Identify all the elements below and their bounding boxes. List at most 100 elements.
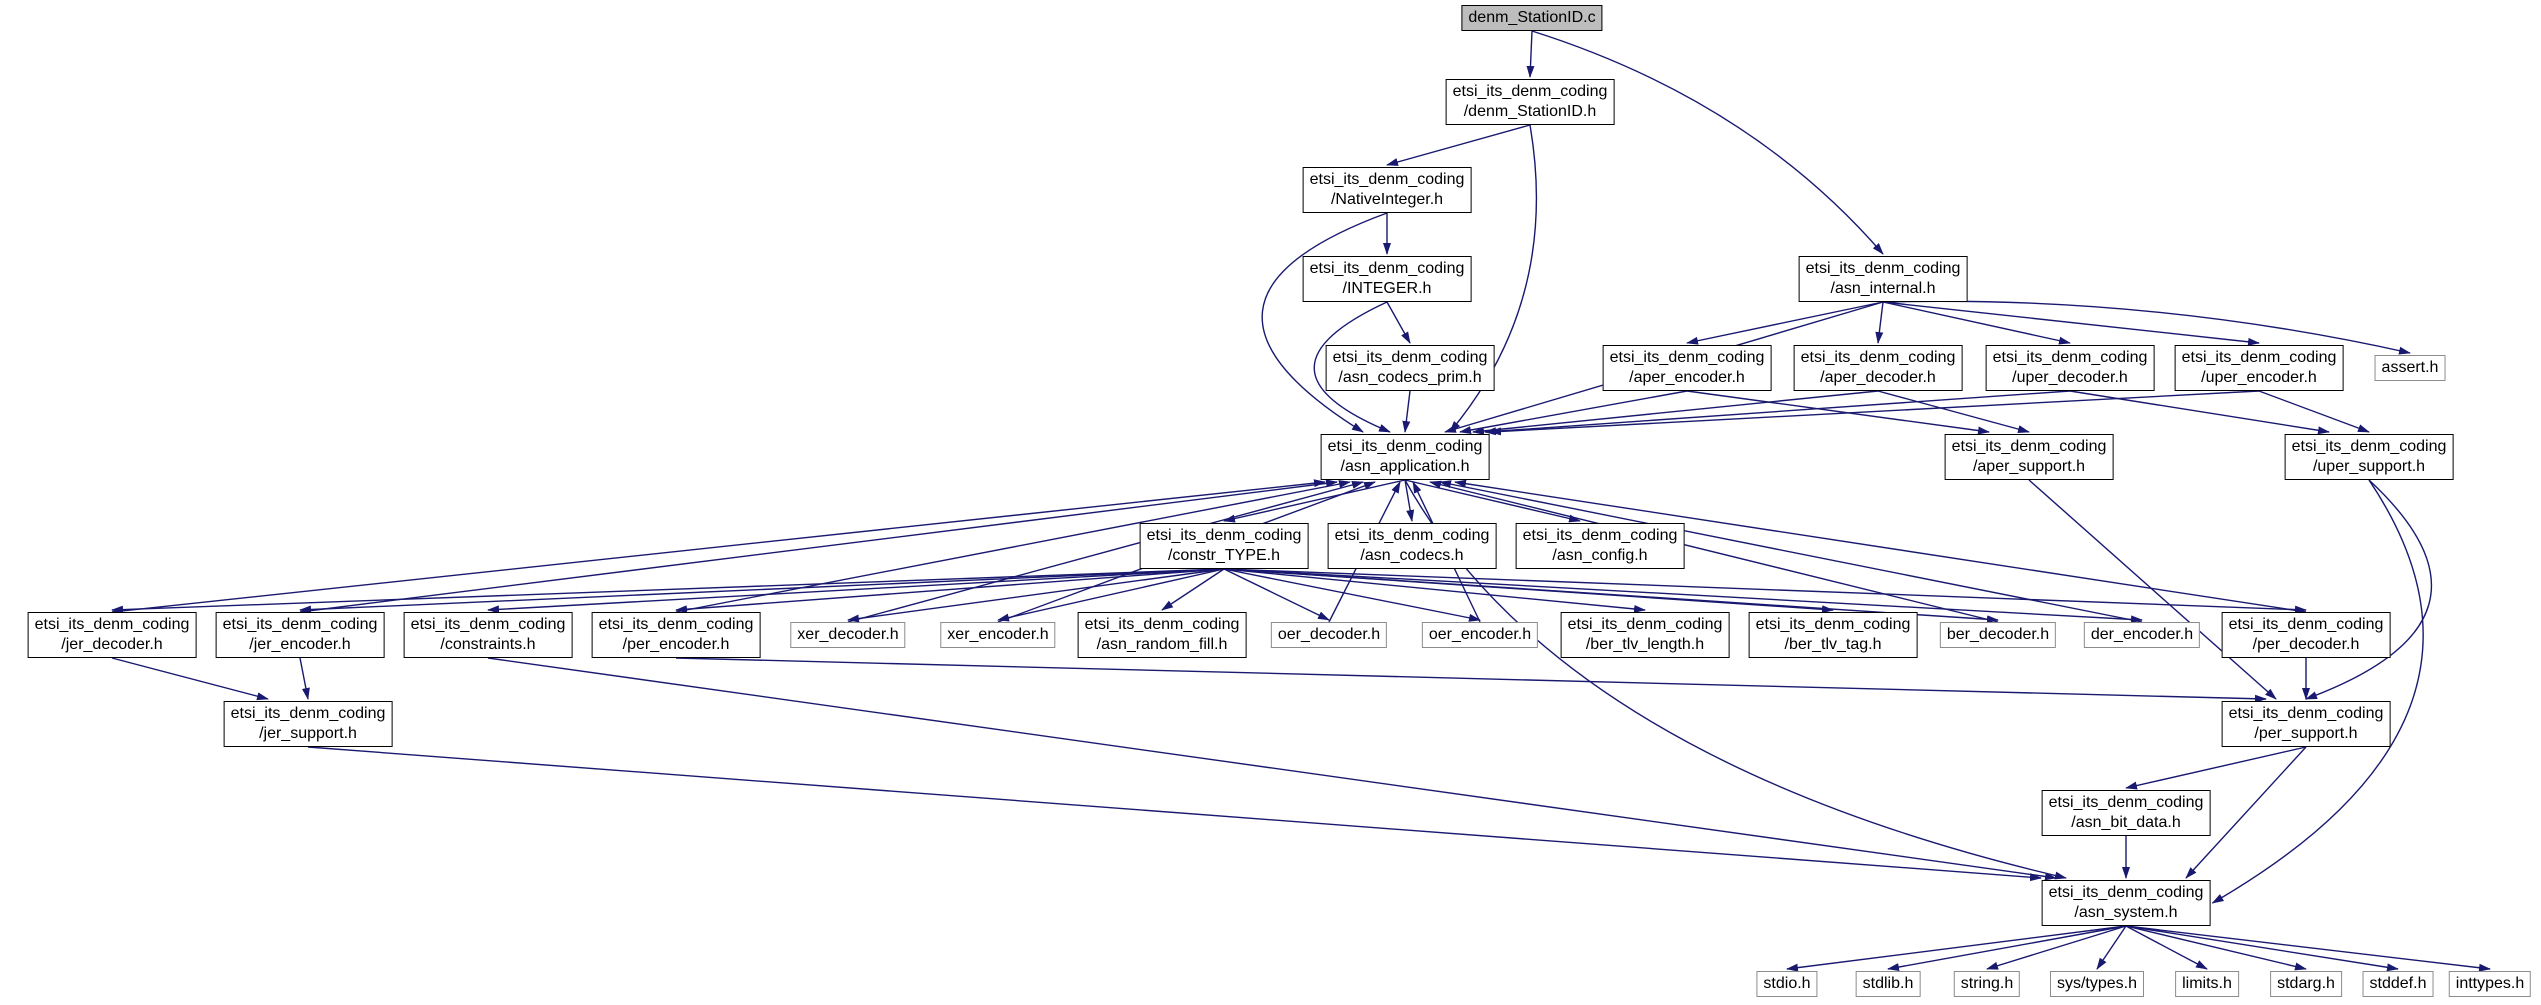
graph-node-perdec[interactable]: etsi_its_denm_coding /per_decoder.h <box>2221 612 2391 658</box>
include-edge-c-internal <box>1531 30 1884 255</box>
graph-node-assert: assert.h <box>2374 355 2446 381</box>
graph-node-ctype[interactable]: etsi_its_denm_coding /constr_TYPE.h <box>1139 523 1309 569</box>
graph-node-jerdec[interactable]: etsi_its_denm_coding /jer_decoder.h <box>27 612 197 658</box>
include-edge-aperenc-app <box>1459 390 1688 434</box>
include-edge-perenc-app <box>675 480 1351 613</box>
include-edge-persup-system <box>2185 746 2307 879</box>
include-edge-ctype-jerdec <box>111 568 1225 614</box>
include-edge-integer-app <box>1313 301 1391 433</box>
graph-node-berdec: ber_decoder.h <box>1939 622 2057 648</box>
graph-node-app[interactable]: etsi_its_denm_coding /asn_application.h <box>1320 434 1490 480</box>
include-edge-ctype-perenc <box>675 568 1225 614</box>
include-edge-jerenc-app <box>299 479 1338 613</box>
include-edge-persup-bitdata <box>2125 746 2307 790</box>
graph-node-systypes: sys/types.h <box>2049 971 2145 997</box>
graph-node-aperdec[interactable]: etsi_its_denm_coding /aper_decoder.h <box>1793 345 1963 391</box>
include-edge-internal-uperdec <box>1882 301 2071 345</box>
include-edge-aperdec-app <box>1472 390 1879 435</box>
include-edge-system-systypes <box>2096 925 2127 970</box>
include-edge-upersup-persup <box>2305 479 2433 700</box>
graph-node-bertlvtag[interactable]: etsi_its_denm_coding /ber_tlv_tag.h <box>1748 612 1918 658</box>
graph-node-system[interactable]: etsi_its_denm_coding /asn_system.h <box>2041 880 2211 926</box>
include-edge-constraints-system <box>487 657 2057 881</box>
include-edge-internal-uperenc <box>1882 301 2260 346</box>
graph-node-stdarg: stdarg.h <box>2270 971 2342 997</box>
include-edge-system-limits <box>2125 925 2208 970</box>
include-edge-system-inttypes <box>2125 925 2491 972</box>
graph-node-upersup[interactable]: etsi_its_denm_coding /uper_support.h <box>2284 434 2454 480</box>
include-edge-h-app <box>1449 124 1538 433</box>
graph-node-codecs[interactable]: etsi_its_denm_coding /asn_codecs.h <box>1327 523 1497 569</box>
graph-node-integer[interactable]: etsi_its_denm_coding /INTEGER.h <box>1302 256 1472 302</box>
include-edge-uperdec-app <box>1484 390 2071 436</box>
include-edge-system-stddef <box>2125 925 2399 972</box>
graph-node-nativeint[interactable]: etsi_its_denm_coding /NativeInteger.h <box>1302 167 1472 213</box>
include-edge-internal-aperdec <box>1875 301 1884 344</box>
include-edge-berdec-app <box>1429 480 1999 623</box>
include-edge-ctype-derenc <box>1223 568 2143 624</box>
include-edge-c-h <box>1526 30 1535 78</box>
graph-node-bertlvlen[interactable]: etsi_its_denm_coding /ber_tlv_length.h <box>1560 612 1730 658</box>
include-edge-jersup-system <box>307 746 2042 882</box>
include-edge-aperdec-apersup <box>1877 390 2030 433</box>
include-edge-perenc-persup <box>675 657 2267 703</box>
include-edge-system-string <box>1986 925 2127 970</box>
include-edge-uperdec-upersup <box>2069 390 2330 435</box>
include-edge-app-codecs <box>1404 479 1415 522</box>
include-edge-ctype-randfill <box>1161 568 1225 611</box>
include-edge-ctype-jerenc <box>299 568 1225 614</box>
graph-node-config[interactable]: etsi_its_denm_coding /asn_config.h <box>1515 523 1685 569</box>
include-edge-ctype-constraints <box>487 568 1225 614</box>
graph-node-derenc: der_encoder.h <box>2083 622 2201 648</box>
include-edge-uperenc-app <box>1489 390 2260 436</box>
include-edge-jerdec-jersup <box>111 657 269 701</box>
include-edge-ctype-berdec <box>1223 568 1999 624</box>
include-edge-system-stdarg <box>2125 925 2307 971</box>
graph-node-codecsprim[interactable]: etsi_its_denm_coding /asn_codecs_prim.h <box>1325 345 1495 391</box>
graph-node-apersup[interactable]: etsi_its_denm_coding /aper_support.h <box>1944 434 2114 480</box>
include-edge-aperenc-apersup <box>1686 390 1990 435</box>
graph-node-randfill[interactable]: etsi_its_denm_coding /asn_random_fill.h <box>1077 612 1247 658</box>
include-edge-internal-aperenc <box>1686 301 1884 345</box>
graph-node-jerenc[interactable]: etsi_its_denm_coding /jer_encoder.h <box>215 612 385 658</box>
graph-node-uperdec[interactable]: etsi_its_denm_coding /uper_decoder.h <box>1985 345 2155 391</box>
include-edge-jerdec-app <box>111 479 1326 613</box>
graph-node-jersup[interactable]: etsi_its_denm_coding /jer_support.h <box>223 701 393 747</box>
graph-node-aperenc[interactable]: etsi_its_denm_coding /aper_encoder.h <box>1602 345 1772 391</box>
graph-node-h[interactable]: etsi_its_denm_coding /denm_StationID.h <box>1445 79 1615 125</box>
include-edge-system-stdio <box>1786 925 2127 972</box>
graph-node-c: denm_StationID.c <box>1461 5 1603 31</box>
include-edge-apersup-persup <box>2028 479 2277 700</box>
graph-node-internal[interactable]: etsi_its_denm_coding /asn_internal.h <box>1798 256 1968 302</box>
include-edge-codecsprim-app <box>1402 390 1411 433</box>
graph-node-inttypes: inttypes.h <box>2448 971 2532 997</box>
include-edge-ctype-oerdec <box>1223 568 1330 621</box>
graph-node-uperenc[interactable]: etsi_its_denm_coding /uper_encoder.h <box>2174 345 2344 391</box>
graph-node-stdlib: stdlib.h <box>1855 971 1921 997</box>
include-edge-ctype-perdec <box>1223 568 2307 614</box>
graph-node-bitdata[interactable]: etsi_its_denm_coding /asn_bit_data.h <box>2041 790 2211 836</box>
include-edge-derenc-app <box>1439 480 2143 623</box>
include-edge-ctype-xerdec <box>847 568 1225 623</box>
include-edge-jerenc-jersup <box>299 657 310 700</box>
include-edge-uperenc-upersup <box>2258 390 2370 433</box>
graph-node-oerdec: oer_decoder.h <box>1270 622 1388 648</box>
include-edge-system-stdlib <box>1887 925 2127 971</box>
graph-node-perenc[interactable]: etsi_its_denm_coding /per_encoder.h <box>591 612 761 658</box>
graph-node-stdio: stdio.h <box>1756 971 1818 997</box>
graph-node-oerenc: oer_encoder.h <box>1421 622 1539 648</box>
graph-node-xerenc: xer_encoder.h <box>940 622 1056 648</box>
include-edge-perdec-app <box>1454 479 2307 613</box>
graph-node-constraints[interactable]: etsi_its_denm_coding /constraints.h <box>403 612 573 658</box>
graph-node-limits: limits.h <box>2175 971 2239 997</box>
include-edge-h-nativeint <box>1386 124 1531 166</box>
include-edge-nativeint-app <box>1261 212 1388 433</box>
graph-node-persup[interactable]: etsi_its_denm_coding /per_support.h <box>2221 701 2391 747</box>
graph-node-string: string.h <box>1953 971 2021 997</box>
include-edge-ctype-bertlvlen <box>1223 568 1646 613</box>
graph-node-stddef: stddef.h <box>2362 971 2434 997</box>
